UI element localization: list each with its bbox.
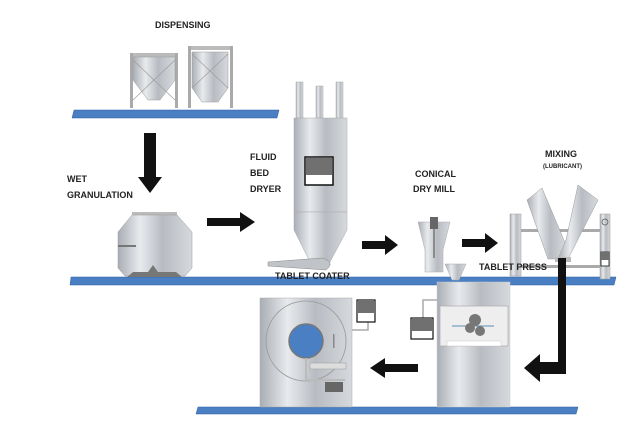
fluid-bed-dryer bbox=[267, 81, 348, 271]
label-fluid-bed-dryer-3: DRYER bbox=[250, 184, 282, 194]
label-conical-dry-mill-1: CONICAL bbox=[415, 169, 456, 179]
label-conical-dry-mill-2: DRY MILL bbox=[413, 184, 456, 194]
label-dispensing: DISPENSING bbox=[155, 20, 211, 30]
label-mixing: MIXING bbox=[545, 149, 577, 159]
tablet-coater bbox=[259, 297, 376, 408]
arrow-right-icon bbox=[207, 212, 255, 232]
conical-dry-mill bbox=[417, 217, 451, 273]
label-wet-granulation-2: GRANULATION bbox=[67, 190, 133, 200]
arrow-right-icon bbox=[462, 233, 498, 253]
label-fluid-bed-dryer-2: BED bbox=[250, 168, 270, 178]
label-tablet-press: TABLET PRESS bbox=[479, 262, 547, 272]
wet-granulator bbox=[117, 212, 193, 277]
arrow-down-left-icon bbox=[524, 258, 566, 382]
label-fluid-bed-dryer-1: FLUID bbox=[250, 152, 277, 162]
label-wet-granulation-1: WET bbox=[67, 174, 87, 184]
arrow-down-icon bbox=[138, 133, 162, 193]
arrow-left-icon bbox=[370, 358, 418, 378]
shelf-lower bbox=[195, 406, 579, 415]
shelf-dispensing bbox=[71, 109, 280, 119]
arrow-right-icon bbox=[362, 235, 398, 255]
label-mixing-note: (LUBRICANT) bbox=[543, 164, 582, 170]
label-tablet-coater: TABLET COATER bbox=[275, 271, 350, 281]
tablet-press bbox=[410, 263, 511, 408]
dispensing-hoppers bbox=[130, 46, 233, 108]
